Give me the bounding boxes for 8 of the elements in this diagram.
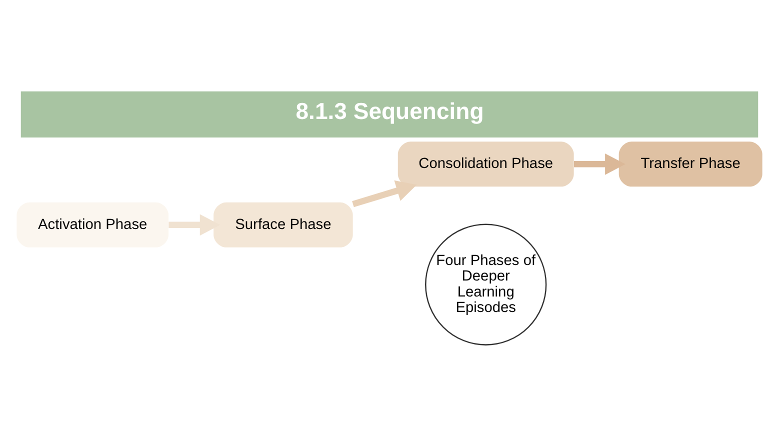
diagram-title: 8.1.3 Sequencing <box>296 98 484 124</box>
node-box: Surface Phase <box>214 202 353 248</box>
node-circle: Four Phases of Deeper Learning Episodes <box>425 224 547 346</box>
node-box: Transfer Phase <box>618 142 762 187</box>
arrow <box>352 180 417 208</box>
node-box: Activation Phase <box>16 202 169 248</box>
arrow <box>574 153 626 175</box>
node-box: Consolidation Phase <box>398 142 574 187</box>
